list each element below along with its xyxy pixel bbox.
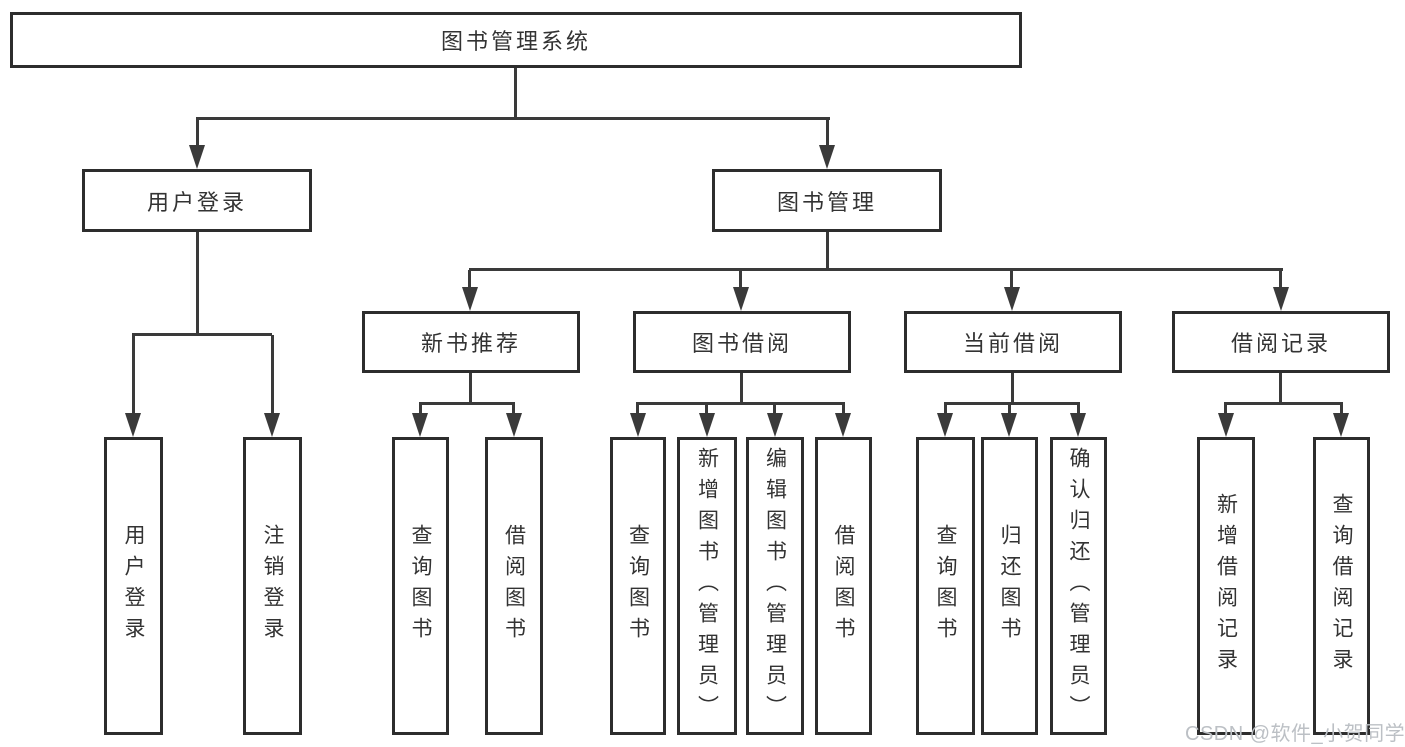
connector-line — [469, 373, 472, 405]
arrow-down-icon — [462, 287, 478, 311]
arrow-down-icon — [937, 413, 953, 437]
node-user-login: 用户登录 — [82, 169, 312, 232]
connector-line — [512, 404, 515, 414]
connector-line — [739, 270, 742, 288]
leaf-label: 查询图书 — [409, 524, 432, 648]
leaf-edit-books-admin: 编辑图书（管理员） — [746, 437, 804, 735]
leaf-label: 查询图书 — [626, 524, 650, 648]
leaf-label: 注销登录 — [261, 524, 284, 648]
node-label: 图书借阅 — [691, 331, 792, 356]
leaf-confirm-return-admin: 确认归还（管理员） — [1050, 437, 1107, 735]
arrow-down-icon — [1070, 413, 1086, 437]
arrow-down-icon — [125, 413, 141, 437]
node-borrow-records: 借阅记录 — [1172, 311, 1390, 373]
connector-line — [826, 119, 829, 146]
leaf-label: 确认归还（管理员） — [1067, 446, 1090, 726]
connector-line — [132, 335, 135, 414]
arrow-down-icon — [835, 413, 851, 437]
connector-line — [271, 335, 274, 414]
arrow-down-icon — [819, 145, 835, 169]
connector-line — [196, 232, 199, 335]
node-label: 新书推荐 — [420, 331, 521, 356]
arrow-down-icon — [767, 413, 783, 437]
watermark: CSDN @软件_小贺同学 — [1185, 723, 1405, 745]
connector-line — [419, 402, 515, 405]
node-book-management: 图书管理 — [712, 169, 942, 232]
connector-line — [196, 119, 199, 146]
leaf-label: 用户登录 — [122, 524, 145, 648]
leaf-label: 新增借阅记录 — [1214, 493, 1238, 679]
leaf-label: 新增图书（管理员） — [695, 446, 719, 726]
arrow-down-icon — [630, 413, 646, 437]
arrow-down-icon — [264, 413, 280, 437]
arrow-down-icon — [1273, 287, 1289, 311]
connector-line — [636, 404, 639, 414]
arrow-down-icon — [1333, 413, 1349, 437]
leaf-add-books-admin: 新增图书（管理员） — [677, 437, 737, 735]
connector-line — [944, 402, 1080, 405]
connector-line — [1224, 404, 1227, 414]
leaf-label: 编辑图书（管理员） — [763, 446, 787, 726]
connector-line — [514, 68, 517, 118]
connector-line — [1011, 373, 1014, 405]
connector-line — [1077, 404, 1080, 414]
connector-line — [740, 373, 743, 405]
leaf-borrow-books: 借阅图书 — [815, 437, 872, 735]
leaf-query-books-current: 查询图书 — [916, 437, 975, 735]
leaf-query-borrow-record: 查询借阅记录 — [1313, 437, 1370, 735]
leaf-add-borrow-record: 新增借阅记录 — [1197, 437, 1255, 735]
connector-line — [419, 404, 422, 414]
node-label: 图书管理 — [776, 189, 877, 215]
node-label: 借阅记录 — [1230, 331, 1331, 356]
node-book-borrowing: 图书借阅 — [633, 311, 851, 373]
connector-line — [826, 232, 829, 270]
leaf-user-login: 用户登录 — [104, 437, 163, 735]
leaf-label: 查询借阅记录 — [1330, 493, 1353, 679]
connector-line — [469, 268, 1283, 271]
leaf-label: 归还图书 — [998, 524, 1021, 648]
arrow-down-icon — [506, 413, 522, 437]
arrow-down-icon — [1004, 287, 1020, 311]
leaf-logout: 注销登录 — [243, 437, 302, 735]
leaf-query-books-recommend: 查询图书 — [392, 437, 449, 735]
connector-line — [1279, 373, 1282, 405]
arrow-down-icon — [1001, 413, 1017, 437]
arrow-down-icon — [412, 413, 428, 437]
leaf-return-books: 归还图书 — [981, 437, 1038, 735]
leaf-borrow-books-recommend: 借阅图书 — [485, 437, 543, 735]
connector-line — [196, 117, 830, 120]
node-label: 图书管理系统 — [440, 29, 591, 54]
node-label: 用户登录 — [146, 189, 247, 215]
arrow-down-icon — [733, 287, 749, 311]
node-label: 当前借阅 — [962, 331, 1063, 356]
connector-line — [132, 333, 272, 336]
connector-line — [1224, 402, 1343, 405]
connector-line — [468, 270, 471, 288]
connector-line — [705, 404, 708, 414]
arrow-down-icon — [189, 145, 205, 169]
connector-line — [944, 404, 947, 414]
leaf-label: 借阅图书 — [502, 524, 526, 648]
connector-line — [1279, 270, 1282, 288]
connector-line — [1008, 404, 1011, 414]
leaf-label: 借阅图书 — [832, 524, 855, 648]
connector-line — [1010, 270, 1013, 288]
node-library-management-system: 图书管理系统 — [10, 12, 1022, 68]
node-new-book-recommend: 新书推荐 — [362, 311, 580, 373]
arrow-down-icon — [1218, 413, 1234, 437]
leaf-query-books-borrowing: 查询图书 — [610, 437, 666, 735]
connector-line — [773, 404, 776, 414]
node-current-borrowing: 当前借阅 — [904, 311, 1122, 373]
leaf-label: 查询图书 — [934, 524, 957, 648]
connector-line — [636, 402, 845, 405]
arrow-down-icon — [699, 413, 715, 437]
connector-line — [1340, 404, 1343, 414]
connector-line — [842, 404, 845, 414]
